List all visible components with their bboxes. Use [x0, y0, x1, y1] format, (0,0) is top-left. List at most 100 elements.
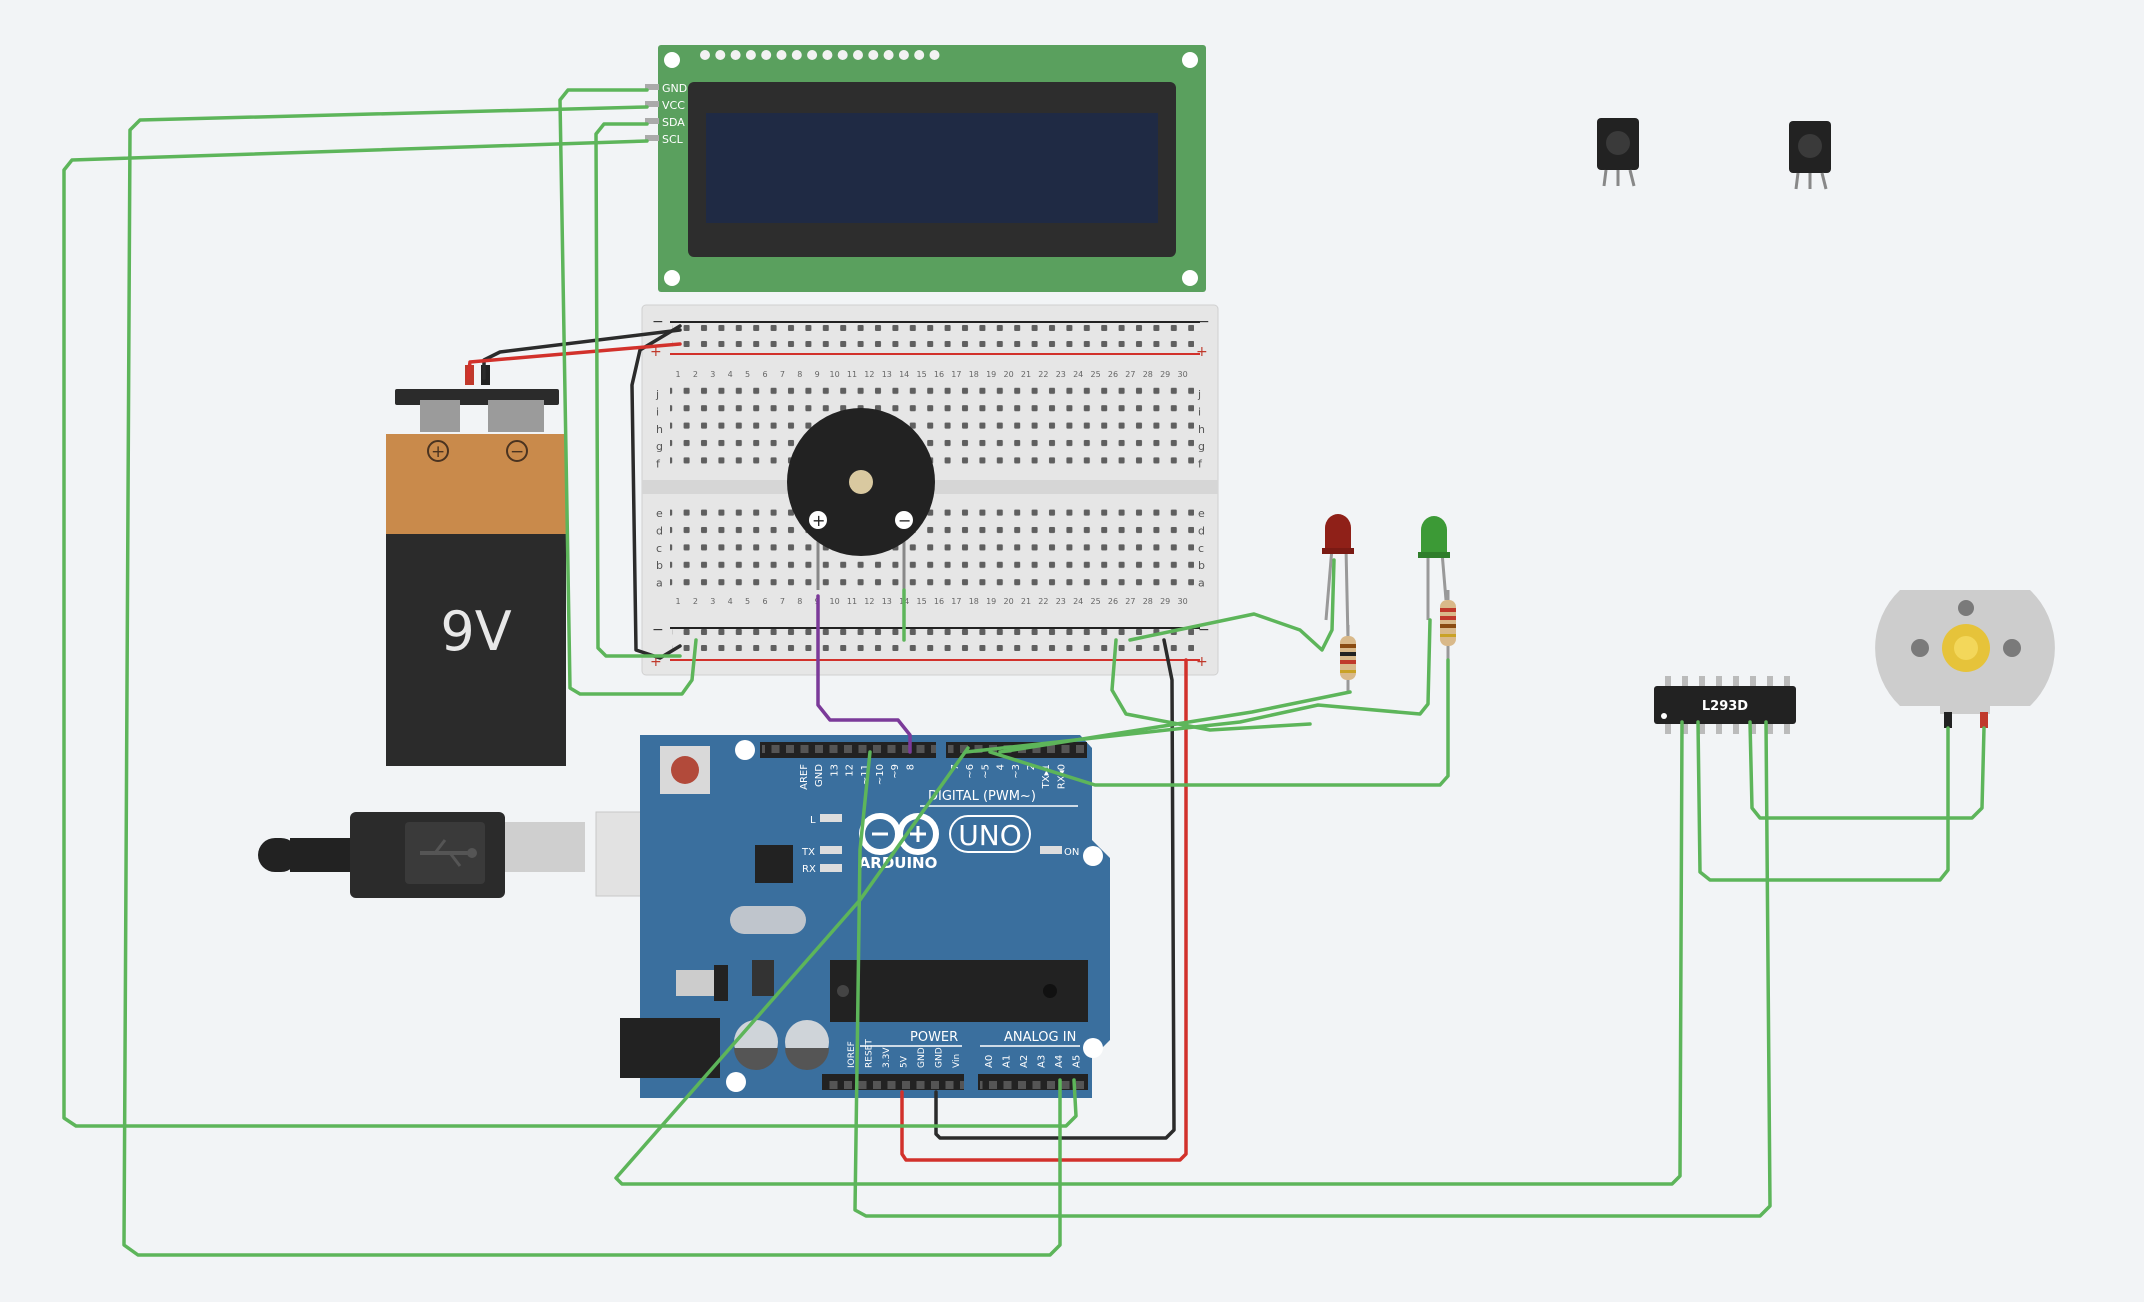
digital-pin-label: ~6	[965, 764, 976, 779]
column-number-top: 29	[1160, 370, 1170, 379]
lcd-header-pin	[822, 50, 833, 60]
ic-pin	[1682, 676, 1688, 688]
column-number-bottom: 16	[934, 597, 944, 606]
column-number-bottom: 17	[951, 597, 961, 606]
led-l-label: L	[810, 815, 816, 826]
led-tx-label: TX	[801, 847, 815, 858]
column-number-bottom: 19	[986, 597, 996, 606]
analog-pin-label: A1	[1002, 1055, 1013, 1068]
board-model-label: UNO	[958, 819, 1021, 852]
ic-pin	[1784, 722, 1790, 734]
rail-plus-bottom-right: +	[1196, 654, 1208, 670]
column-number-top: 23	[1056, 370, 1066, 379]
lcd-header-pin	[791, 50, 802, 60]
column-number-top: 14	[899, 370, 909, 379]
power-pin-label: Vin	[952, 1054, 962, 1068]
column-number-top: 24	[1073, 370, 1083, 379]
lcd-header-pin	[898, 50, 909, 60]
usb-cable[interactable]	[258, 811, 712, 898]
column-number-top: 4	[728, 370, 733, 379]
column-number-bottom: 21	[1021, 597, 1031, 606]
lcd-pin-labels: GND VCC SDA SCL	[645, 82, 687, 146]
lcd-header-pin	[868, 50, 879, 60]
power-pin-label: 3.3V	[882, 1047, 892, 1068]
ic-pin	[1699, 722, 1705, 734]
lcd-header-pin	[730, 50, 741, 60]
column-number-bottom: 24	[1073, 597, 1083, 606]
digital-pin-label: RX◂0	[1056, 764, 1067, 789]
analog-pin-label: A5	[1072, 1055, 1083, 1068]
power-pin-label: IOREF	[847, 1041, 857, 1068]
digital-pin-label: 12	[845, 764, 856, 777]
column-number-top: 17	[951, 370, 961, 379]
breadboard-column-labels: 1122334455667788991010111112121313141415…	[675, 370, 1187, 606]
digital-pin-label: 4	[996, 764, 1007, 770]
lcd-display[interactable]: GND VCC SDA SCL	[645, 45, 1206, 292]
dc-motor[interactable]	[1875, 590, 2055, 728]
ir-sensor-1[interactable]	[1597, 118, 1639, 187]
lcd-header-pin	[715, 50, 726, 60]
row-label-right: i	[1198, 405, 1201, 418]
row-label-left: d	[656, 524, 663, 537]
digital-pin-label: 8	[905, 764, 916, 770]
lcd-header-pin	[929, 50, 940, 60]
row-label-left: c	[656, 542, 662, 555]
digital-pin-label: ~10	[875, 764, 886, 785]
digital-pin-label: ~5	[980, 764, 991, 779]
resistor-red-led[interactable]	[1340, 625, 1356, 692]
column-number-bottom: 20	[1004, 597, 1014, 606]
column-number-bottom: 12	[864, 597, 874, 606]
column-number-top: 30	[1178, 370, 1188, 379]
ic-pin	[1733, 676, 1739, 688]
digital-pin-label: 13	[829, 764, 840, 777]
piezo-buzzer[interactable]: + −	[787, 408, 935, 590]
power-pin-label: 5V	[900, 1055, 910, 1068]
red-led[interactable]	[1322, 514, 1354, 641]
column-number-bottom: 1	[675, 597, 680, 606]
column-number-top: 1	[675, 370, 680, 379]
rail-plus-bottom-left: +	[650, 654, 662, 670]
lcd-pin-sda: SDA	[662, 116, 685, 129]
resistor-green-led[interactable]	[1440, 590, 1456, 660]
column-number-bottom: 11	[847, 597, 857, 606]
column-number-top: 15	[917, 370, 927, 379]
column-number-bottom: 7	[780, 597, 785, 606]
digital-pin-label: 2	[1026, 764, 1037, 770]
lcd-header-pin	[776, 50, 787, 60]
column-number-bottom: 30	[1178, 597, 1188, 606]
ic-pin	[1733, 722, 1739, 734]
power-pin-label: GND	[935, 1047, 945, 1068]
green-led[interactable]	[1418, 516, 1450, 620]
l293d-driver-ic[interactable]: L293D	[1654, 676, 1796, 734]
digital-pin-label: ~3	[1011, 764, 1022, 779]
digital-pin-label: ~11	[860, 764, 871, 785]
power-pin-label: RESET	[865, 1039, 875, 1068]
column-number-bottom: 28	[1143, 597, 1153, 606]
lcd-header-pin	[853, 50, 863, 60]
row-label-right: b	[1198, 559, 1205, 572]
ic-pin	[1665, 676, 1671, 688]
column-number-bottom: 4	[728, 597, 733, 606]
buzzer-minus-label: −	[898, 511, 911, 530]
rail-plus-top-left: +	[650, 344, 662, 360]
column-number-bottom: 3	[710, 597, 715, 606]
row-label-left: i	[656, 405, 659, 418]
ic-pin	[1716, 676, 1722, 688]
reset-button[interactable]	[660, 746, 710, 794]
wires[interactable]	[62, 88, 1986, 1257]
column-number-top: 2	[693, 370, 698, 379]
row-label-right: h	[1198, 423, 1205, 436]
lcd-header-pin	[745, 50, 756, 60]
ir-sensor-2[interactable]	[1789, 121, 1831, 190]
battery-9v[interactable]: + − 9V	[386, 365, 566, 766]
column-number-top: 20	[1004, 370, 1014, 379]
column-number-bottom: 10	[830, 597, 840, 606]
analog-pin-label: A3	[1037, 1055, 1048, 1068]
row-label-right: a	[1198, 577, 1205, 590]
column-number-top: 27	[1125, 370, 1135, 379]
column-number-top: 8	[797, 370, 802, 379]
lcd-header-pin	[837, 50, 848, 60]
